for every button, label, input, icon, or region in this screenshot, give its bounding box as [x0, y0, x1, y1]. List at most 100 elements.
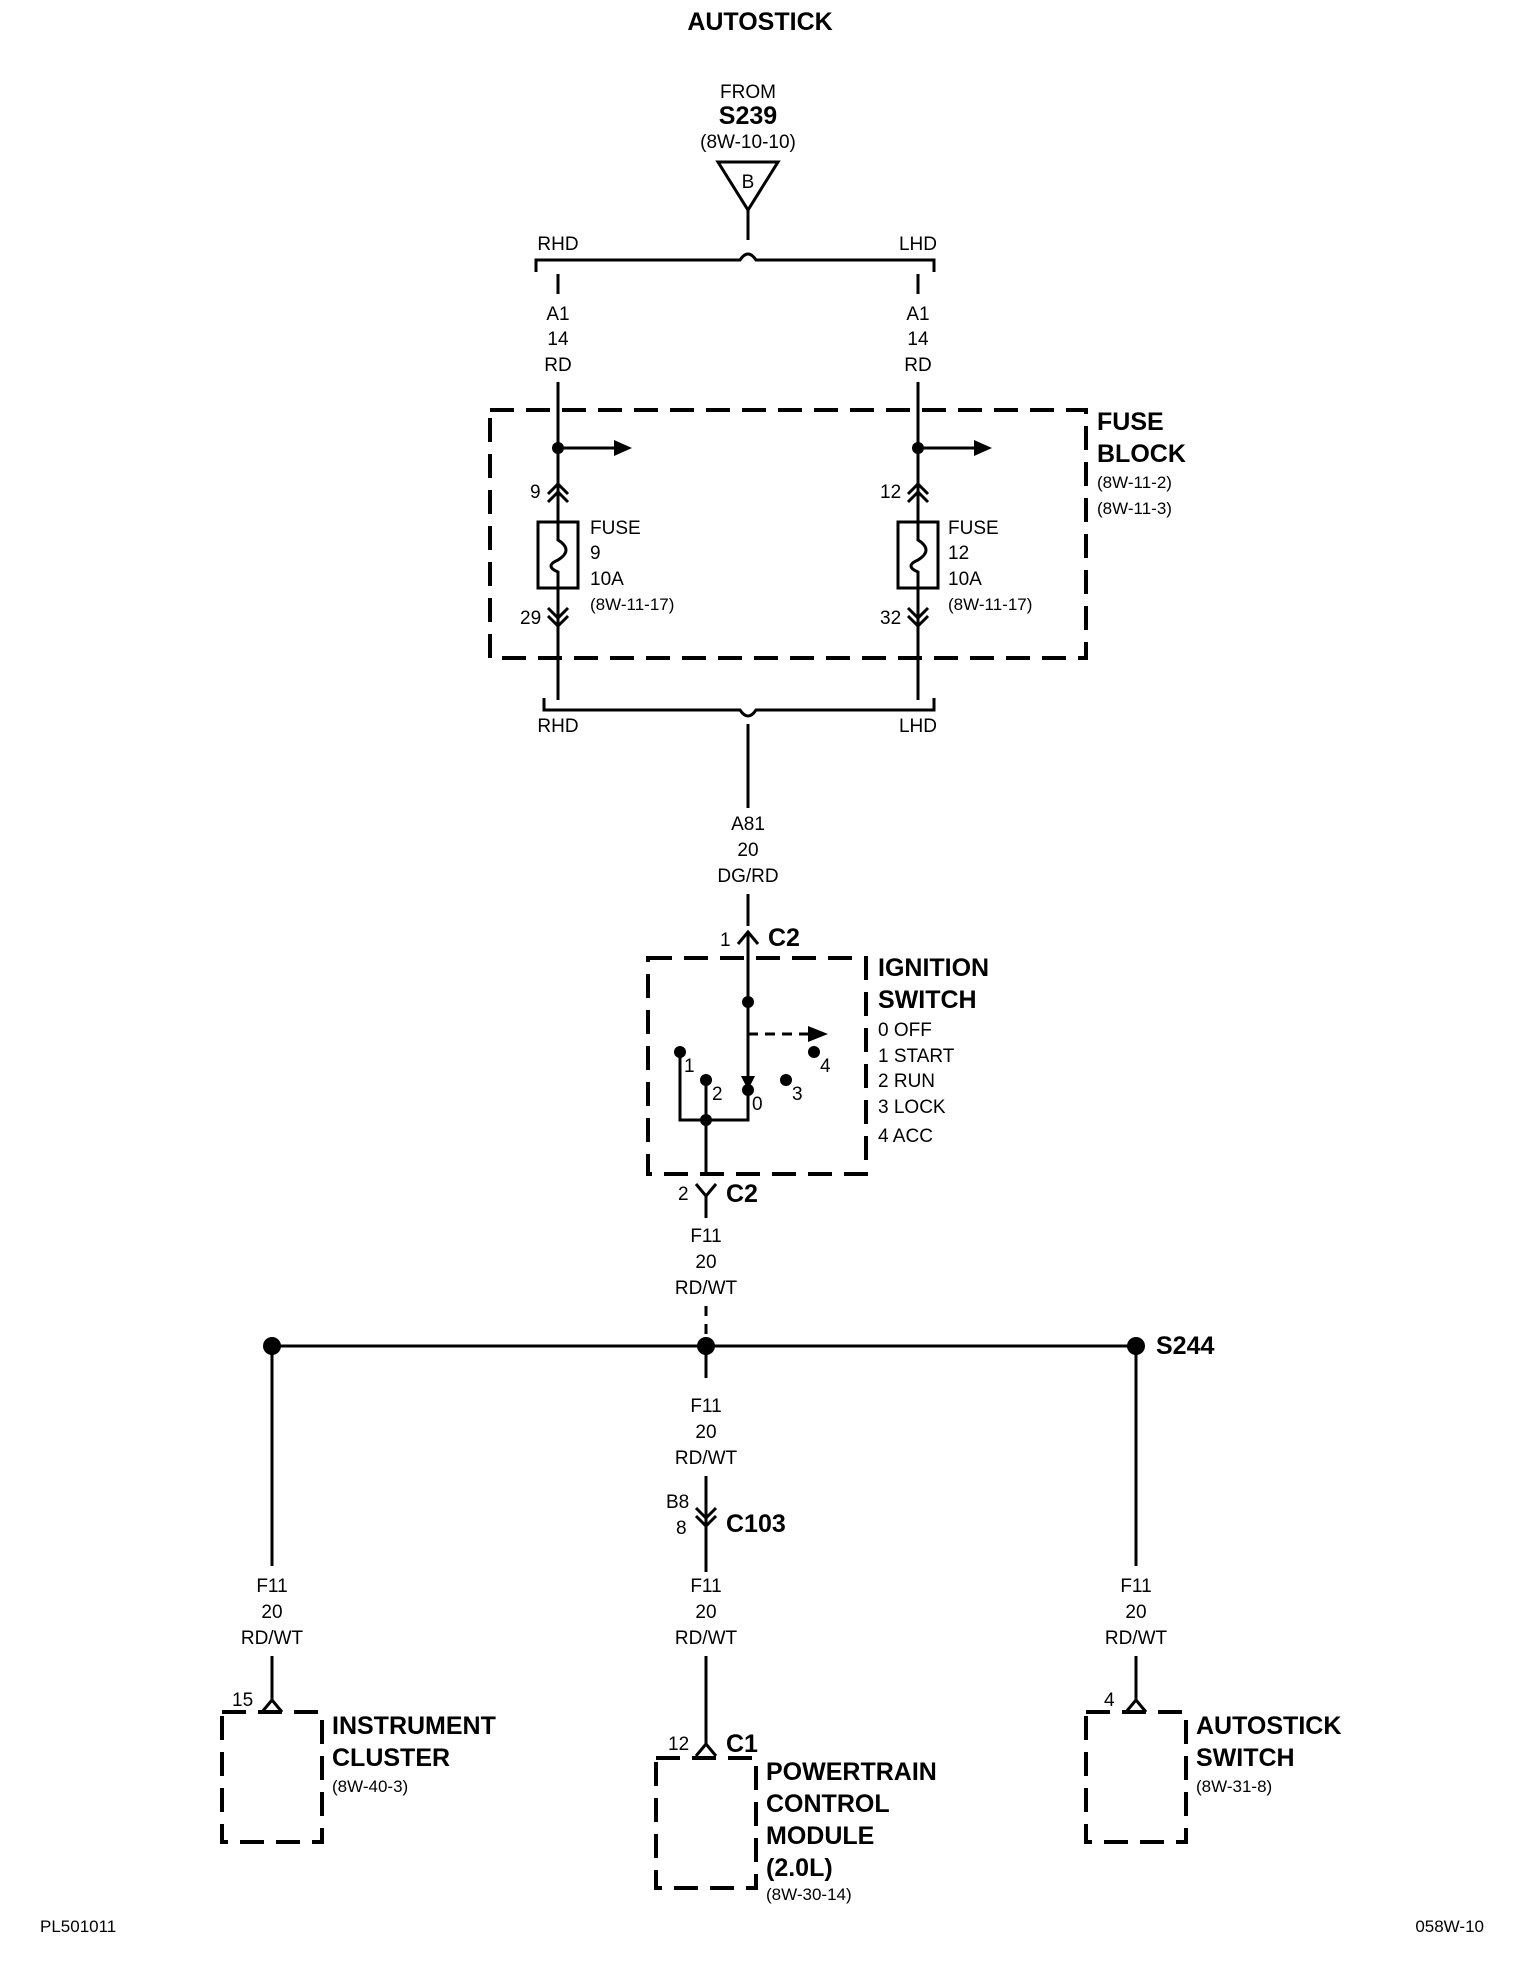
ignition-switch-title-2: SWITCH: [878, 986, 977, 1014]
ignition-c2-bottom-name: C2: [726, 1180, 758, 1208]
wire-a1-left-gauge: 14: [547, 329, 569, 350]
wire-f11-mid-upper-color: RD/WT: [675, 1448, 738, 1469]
pcm-line2: CONTROL: [766, 1790, 890, 1818]
fuse-12-bus-arrow: [974, 440, 992, 456]
branch-pcm: F11 20 RD/WT B8 8 C103 F11 20 RD/WT 12 C…: [654, 1346, 937, 1904]
wire-a81: A81 20 DG/RD: [717, 724, 779, 926]
upper-rhd-label: RHD: [537, 234, 578, 255]
fuse-12: 12 32 FUSE 12 10A (8W-11-17): [880, 440, 1032, 632]
diagram-title: AUTOSTICK: [687, 8, 832, 36]
wire-f11-right-circuit: F11: [1120, 1576, 1151, 1597]
wire-f11-mid-upper-gauge: 20: [695, 1422, 716, 1443]
ignition-position-4: 4 ACC: [878, 1126, 933, 1147]
instrument-cluster-pin: 15: [232, 1690, 253, 1711]
fuse-9-in-pin: 9: [530, 482, 541, 503]
fuse-12-in-terminal: [906, 481, 930, 504]
pcm-connector: [694, 1741, 718, 1757]
wire-a1-right-circuit: A1: [906, 304, 929, 325]
source-from-label: FROM: [720, 82, 776, 103]
wire-f11-main-gauge: 20: [695, 1252, 716, 1273]
pcm-line4: (2.0L): [766, 1854, 833, 1882]
wire-f11-left-circuit: F11: [256, 1576, 287, 1597]
ignition-position-3: 3 LOCK: [878, 1097, 946, 1118]
fuse-block-ref-2: (8W-11-3): [1097, 499, 1172, 518]
lower-lhd-label: LHD: [899, 716, 937, 737]
wire-a81-color: DG/RD: [717, 866, 778, 887]
ignition-c2-top-name: C2: [768, 924, 800, 952]
footer-left-id: PL501011: [40, 1917, 116, 1936]
ignition-contact-4-label: 4: [820, 1056, 831, 1077]
fuse-block-title-2: BLOCK: [1097, 440, 1186, 468]
wire-a1-right-gauge: 14: [907, 329, 929, 350]
ignition-switch: 1 C2 IGNITION SWITCH 0 OFF 1 START 2 RUN…: [646, 924, 989, 1208]
ignition-c2-top-pin: 1: [720, 930, 731, 951]
autostick-switch-pin: 4: [1104, 1690, 1115, 1711]
c103-connector: [694, 1506, 718, 1529]
fuse-9-element: [549, 522, 568, 588]
fuse-block-ref-1: (8W-11-2): [1097, 473, 1172, 492]
wire-f11-mid-lower-color: RD/WT: [675, 1628, 738, 1649]
fuse-12-out-terminal: [906, 606, 930, 629]
ignition-pivot-dot: [742, 996, 754, 1008]
fuse-block: FUSE BLOCK (8W-11-2) (8W-11-3) 9 29 FUSE…: [488, 408, 1186, 660]
wire-f11-right-color: RD/WT: [1105, 1628, 1168, 1649]
source-connector-letter: B: [742, 172, 755, 193]
fuse-12-in-pin: 12: [880, 482, 901, 503]
ignition-position-1: 1 START: [878, 1046, 955, 1067]
branch-instrument-cluster: F11 20 RD/WT 15 INSTRUMENT CLUSTER (8W-4…: [220, 1346, 496, 1844]
fuse-9-bus-arrow: [614, 440, 632, 456]
fuse-block-outline: [488, 408, 1088, 660]
splice-s244: S244: [263, 1332, 1214, 1360]
source-splice-label: S239: [719, 102, 777, 130]
ignition-acc-arrow: [808, 1026, 828, 1042]
ignition-contact-2-label: 2: [712, 1084, 723, 1105]
wire-a1-right-color: RD: [904, 355, 931, 376]
wire-a1-right: A1 14 RD: [904, 274, 932, 448]
wire-f11-mid-lower-gauge: 20: [695, 1602, 716, 1623]
fuse-12-ref: (8W-11-17): [948, 595, 1032, 614]
lower-rhd-label: RHD: [537, 716, 578, 737]
ignition-contact-3: [780, 1074, 792, 1086]
ignition-output-bus: [678, 1052, 750, 1174]
ignition-switch-outline: [646, 956, 868, 1176]
pcm-line3: MODULE: [766, 1822, 874, 1850]
fuse-12-rating: 10A: [948, 569, 982, 590]
source-connector-triangle: [715, 160, 781, 213]
wire-f11-right-gauge: 20: [1125, 1602, 1146, 1623]
wire-f11-main: F11 20 RD/WT: [675, 1196, 738, 1340]
upper-lhd-label: LHD: [899, 234, 937, 255]
autostick-switch-ref: (8W-31-8): [1196, 1777, 1272, 1796]
ignition-c2-bottom-pin: 2: [678, 1184, 689, 1205]
instrument-cluster-outline: [220, 1710, 324, 1844]
fuse-9: 9 29 FUSE 9 10A (8W-11-17): [520, 440, 674, 632]
upper-variant-bracket: RHD LHD: [534, 234, 937, 272]
ignition-contact-0-label: 0: [752, 1094, 763, 1115]
ignition-position-2: 2 RUN: [878, 1071, 935, 1092]
fuse-12-out-pin: 32: [880, 608, 901, 629]
ignition-contact-3-label: 3: [792, 1084, 803, 1105]
wire-f11-main-color: RD/WT: [675, 1278, 738, 1299]
wire-f11-left-gauge: 20: [261, 1602, 282, 1623]
wire-a81-gauge: 20: [737, 840, 758, 861]
fuse-block-title-1: FUSE: [1097, 408, 1164, 436]
c103-name: C103: [726, 1510, 786, 1538]
fuse-9-out-terminal: [546, 606, 570, 629]
instrument-cluster-connector: [260, 1697, 284, 1713]
ignition-position-0: 0 OFF: [878, 1020, 932, 1041]
wire-a81-circuit: A81: [731, 814, 765, 835]
autostick-switch-line1: AUTOSTICK: [1196, 1712, 1341, 1740]
fuse-9-label: FUSE: [590, 518, 641, 539]
instrument-cluster-line2: CLUSTER: [332, 1744, 450, 1772]
splice-s244-label: S244: [1156, 1332, 1214, 1360]
autostick-switch-outline: [1084, 1710, 1188, 1844]
pcm-ref: (8W-30-14): [766, 1885, 852, 1904]
wire-f11-mid-upper-circuit: F11: [690, 1396, 721, 1417]
source-s239: FROM S239 (8W-10-10) B: [700, 82, 796, 240]
fuse-12-label: FUSE: [948, 518, 999, 539]
wire-f11-left-color: RD/WT: [241, 1628, 304, 1649]
wire-a1-left-color: RD: [544, 355, 571, 376]
wire-f11-mid-lower-circuit: F11: [690, 1576, 721, 1597]
ignition-c2-bottom-connector: [694, 1183, 718, 1199]
source-ref-label: (8W-10-10): [700, 132, 796, 153]
